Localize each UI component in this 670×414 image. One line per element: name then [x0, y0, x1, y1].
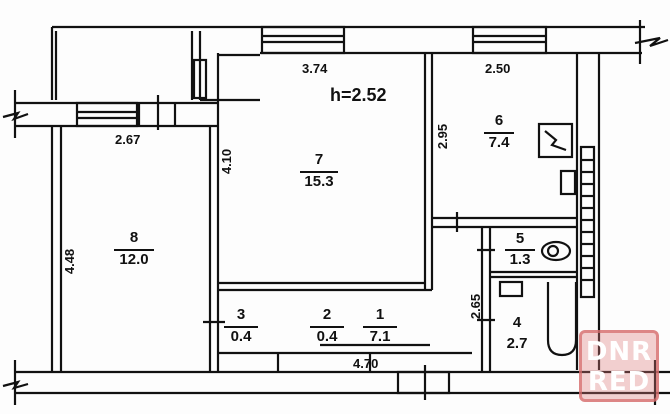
room-4-label: 4 2.7 [500, 315, 534, 351]
watermark-line2: RED [587, 367, 651, 397]
room-number: 7 [314, 151, 324, 168]
room-number: 5 [515, 230, 525, 247]
room-area: 12.0 [114, 249, 154, 267]
room-area: 0.4 [310, 326, 344, 344]
room-number: 2 [322, 306, 332, 323]
room-2-label: 2 0.4 [310, 307, 344, 344]
dim-bath-depth: 2.65 [468, 293, 484, 320]
dim-room6-width: 2.50 [485, 61, 511, 76]
room-area: 15.3 [300, 171, 338, 189]
room-5-label: 5 1.3 [505, 231, 535, 267]
room-number: 6 [494, 112, 504, 129]
dim-room6-depth: 2.95 [435, 123, 451, 150]
room-3-label: 3 0.4 [224, 307, 258, 344]
dim-room8-depth: 4.48 [62, 248, 78, 275]
watermark-line1: DNR [585, 337, 653, 367]
room-area: 2.7 [506, 335, 528, 352]
room-number: 4 [512, 314, 522, 331]
dim-hall-width: 4.70 [353, 356, 379, 371]
room-area: 7.1 [363, 326, 397, 344]
watermark-logo: DNR RED [579, 330, 659, 402]
room-7-label: 7 15.3 [300, 152, 338, 189]
dim-room7-width: 3.74 [302, 61, 328, 76]
ceiling-height: h=2.52 [330, 85, 387, 105]
room-number: 8 [129, 229, 139, 246]
room-area: 7.4 [484, 132, 514, 150]
room-6-label: 6 7.4 [484, 113, 514, 150]
dim-room8-width: 2.67 [115, 132, 141, 147]
room-number: 1 [375, 306, 385, 323]
room-area: 0.4 [224, 326, 258, 344]
room-1-label: 1 7.1 [363, 307, 397, 344]
room-area: 1.3 [505, 249, 535, 267]
room-8-label: 8 12.0 [114, 230, 154, 267]
dim-room7-depth: 4.10 [219, 148, 235, 175]
room-number: 3 [236, 306, 246, 323]
